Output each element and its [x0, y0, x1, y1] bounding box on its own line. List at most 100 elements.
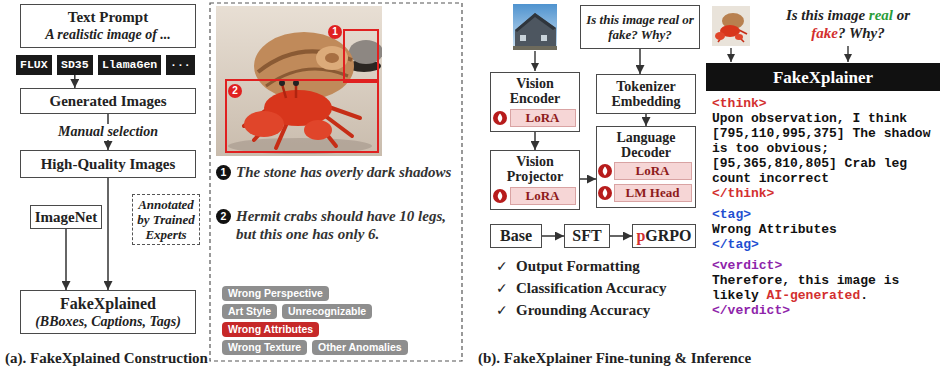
node-text: Generated Images — [49, 93, 166, 110]
node-text: Text Prompt — [68, 9, 148, 26]
node-text: A realistic image of ... — [45, 26, 171, 43]
checklist-item: Grounding Accuracy — [516, 302, 650, 319]
text-line: Therefore, this image is likelyAI-genera… — [712, 273, 938, 303]
check-mark: ✓ — [496, 280, 508, 297]
flame-icon-part — [498, 114, 503, 123]
house-photo-part — [520, 35, 526, 41]
node-text: SD35 — [61, 56, 89, 74]
source-box: ImageNet — [30, 205, 102, 229]
node-text: Vision Projector — [495, 154, 575, 184]
flame-icon-part — [603, 189, 608, 198]
node-text: p — [636, 227, 645, 245]
adapter-box: LoRA — [510, 187, 576, 205]
crab-thumbnail-part — [715, 32, 725, 40]
annotation-text: The stone has overly dark shadows — [236, 163, 458, 181]
node-text: High-Quality Images — [41, 156, 176, 173]
output-tag: <tag> — [712, 207, 938, 222]
node-text: Vision Encoder — [495, 76, 575, 106]
node-text: Wrong Attributes — [228, 322, 313, 337]
connector-arrow — [65, 229, 67, 290]
crab-photo-part — [216, 6, 382, 156]
callout-number: 2 — [216, 209, 231, 224]
house-photo-part — [513, 4, 557, 50]
crab-thumbnail — [712, 6, 750, 46]
question-word: fake — [811, 25, 838, 41]
flame-icon-part — [493, 111, 507, 125]
node-text: FakeXplainer — [773, 68, 873, 87]
question-text: Is this imagerealorfake? Why? — [756, 6, 940, 42]
flame-icon-part — [493, 189, 507, 203]
node-text: FakeXplained — [60, 295, 156, 313]
adapter-box: LoRA — [510, 109, 576, 127]
dataset-box: FakeXplained(BBoxes, Captions, Tags) — [20, 290, 196, 334]
module-box: Vision ProjectorLoRA — [490, 150, 580, 210]
module-box: Tokenizer Embedding — [596, 74, 696, 114]
crab-thumbnail-part — [712, 6, 750, 46]
output-text: Wrong Attributes — [712, 222, 938, 237]
input-arrow — [534, 51, 535, 71]
flame-icon-part — [498, 192, 503, 201]
node-text: ··· — [170, 56, 191, 74]
check-mark: ✓ — [496, 302, 508, 319]
crab-photo-part — [254, 32, 354, 100]
connector-arrow — [610, 235, 632, 237]
input-arrow — [847, 46, 848, 62]
node-text: Other Anomalies — [318, 340, 402, 355]
panel-caption: (b). FakeXplainer Fine-tuning & Inferenc… — [478, 350, 751, 367]
model-chip: ··· — [166, 55, 195, 75]
node-text: Tokenizer Embedding — [601, 79, 691, 109]
output-tag: </think> — [712, 186, 938, 201]
process-box: Generated Images — [20, 88, 196, 114]
stage-box: SFT — [564, 224, 610, 248]
question-word: or — [897, 7, 910, 23]
node-text: SFT — [572, 227, 601, 245]
crab-photo-part — [266, 69, 348, 86]
module-box: Language DecoderLoRALM Head — [596, 126, 696, 208]
annotation-text: Hermit crabs should have 10 legs, but th… — [236, 207, 458, 243]
model-chip: LlamaGen — [98, 55, 161, 75]
crab-photo-part — [325, 53, 339, 63]
connector-arrow — [580, 178, 596, 180]
model-chip: SD35 — [57, 55, 93, 75]
panel-caption: (a). FakeXplained Construction — [5, 350, 208, 367]
connector-arrow — [542, 235, 564, 237]
question-word: ? Why? — [838, 25, 885, 41]
bbox-1 — [344, 30, 378, 82]
node-text: ImageNet — [35, 209, 97, 226]
connector-arrow — [534, 132, 536, 150]
process-box: High-Quality Images — [20, 150, 196, 178]
tag-pill: Wrong Texture — [222, 340, 307, 355]
checklist-item: Output Formatting — [516, 258, 640, 275]
tag-pill: Other Anomalies — [312, 340, 408, 355]
stage-box: Base — [490, 224, 542, 248]
tag-pill: Wrong Attributes — [222, 322, 319, 337]
input-arrow — [730, 48, 731, 62]
node-text: (BBoxes, Captions, Tags) — [35, 313, 181, 330]
callout-number: 1 — [328, 25, 342, 39]
flame-icon — [493, 111, 507, 125]
flame-icon — [598, 186, 612, 200]
output-tag: </tag> — [712, 237, 938, 252]
check-mark: ✓ — [496, 258, 508, 275]
module-box: Vision EncoderLoRA — [490, 72, 580, 132]
node-text: Unrecognizable — [288, 304, 366, 319]
flame-icon-part — [603, 167, 608, 176]
connector-arrow — [639, 49, 641, 74]
adapter-box: LoRA — [614, 162, 692, 180]
node-text: Wrong Perspective — [228, 286, 323, 301]
flame-icon-part — [598, 186, 612, 200]
flame-icon — [493, 189, 507, 203]
house-photo — [513, 4, 557, 50]
text-line: fake? Why? — [756, 24, 940, 42]
model-output: <think>Upon observation, I think [795,11… — [712, 96, 938, 318]
flame-icon-part — [598, 164, 612, 178]
house-photo-part — [515, 13, 556, 32]
question-word: Is this image — [786, 7, 865, 23]
node-text: FLUX — [20, 56, 48, 74]
output-text: . — [860, 288, 868, 303]
zoom-panel — [210, 3, 462, 361]
output-text: Upon observation, I think [795,110,995,3… — [712, 111, 938, 186]
output-tag: </verdict> — [712, 303, 938, 318]
question-word: real — [869, 7, 893, 23]
